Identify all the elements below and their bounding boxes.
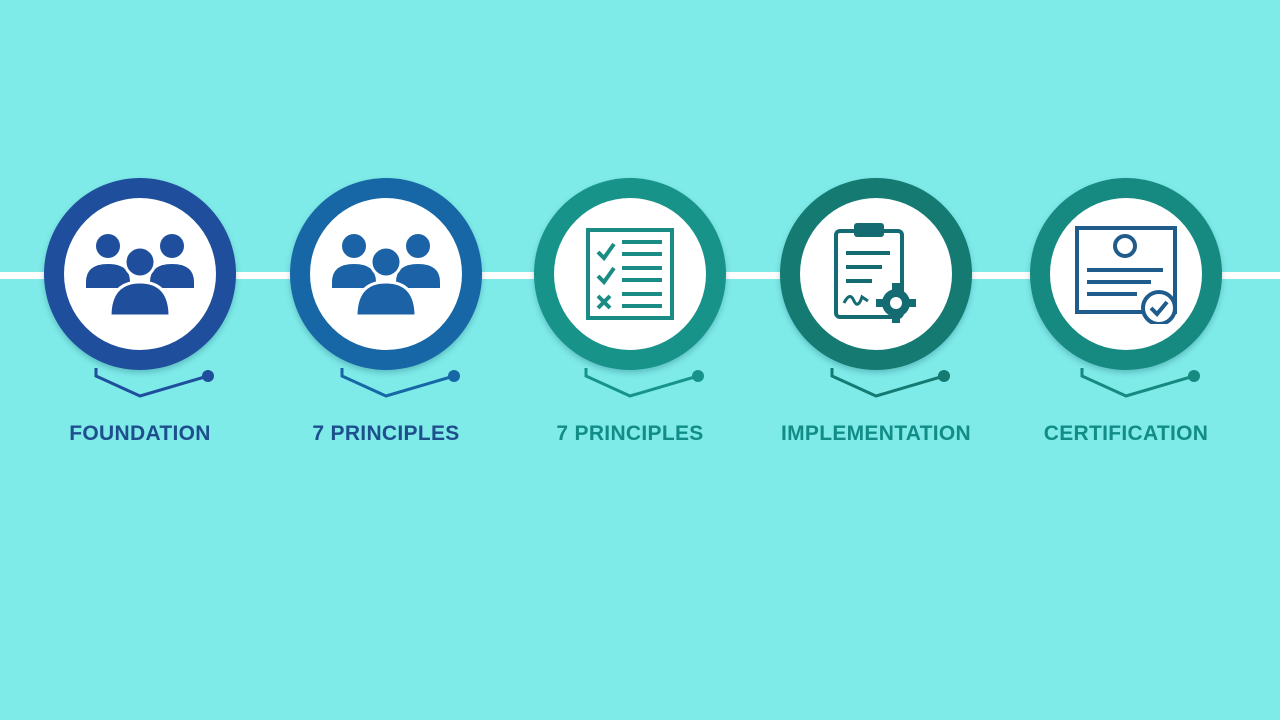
step-disc <box>800 198 952 350</box>
step-7-principles-a: 7 PRINCIPLES <box>286 178 486 458</box>
connector-icon <box>584 368 704 398</box>
step-ring <box>290 178 482 370</box>
step-label: 7 PRINCIPLES <box>312 422 460 445</box>
step-label: 7 PRINCIPLES <box>556 422 704 445</box>
step-ring <box>780 178 972 370</box>
step-disc <box>1050 198 1202 350</box>
step-disc <box>64 198 216 350</box>
step-certification: CERTIFICATION <box>1026 178 1226 458</box>
team-icon <box>86 234 194 318</box>
step-label: CERTIFICATION <box>1043 422 1209 445</box>
step-label: IMPLEMENTATION <box>780 422 972 445</box>
step-disc <box>310 198 462 350</box>
connector-icon <box>340 368 460 398</box>
team-icon <box>332 234 440 318</box>
step-foundation: FOUNDATION <box>40 178 240 458</box>
step-ring <box>44 178 236 370</box>
step-7-principles-b: 7 PRINCIPLES <box>530 178 730 458</box>
checklist-icon <box>586 228 674 320</box>
clipboard-gear-icon <box>834 223 916 323</box>
connector-icon <box>94 368 214 398</box>
step-disc <box>554 198 706 350</box>
certificate-icon <box>1075 226 1177 324</box>
step-implementation: IMPLEMENTATION <box>776 178 976 458</box>
step-label: FOUNDATION <box>69 422 211 445</box>
step-ring <box>534 178 726 370</box>
step-ring <box>1030 178 1222 370</box>
connector-icon <box>1080 368 1200 398</box>
connector-icon <box>830 368 950 398</box>
